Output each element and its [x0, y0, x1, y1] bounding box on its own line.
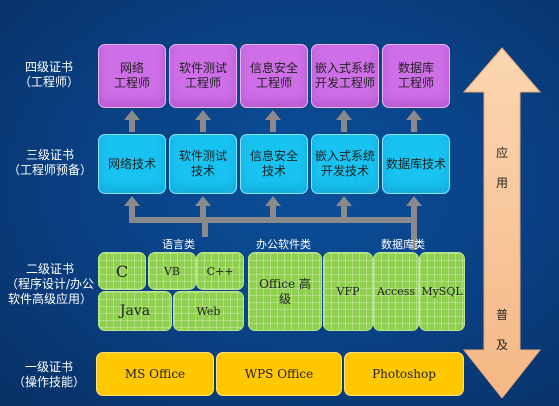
level1-box-photoshop: Photoshop — [344, 352, 464, 396]
level3-box-info-security-text: 信息安全 技术 — [249, 149, 298, 178]
double-arrow-shape — [462, 47, 542, 399]
level4-box-embedded: 嵌入式系统 开发工程师 — [311, 44, 379, 108]
office-advanced-box: Office 高 级 — [248, 252, 322, 331]
level1-box-ms-office: MS Office — [96, 352, 214, 396]
database-box-mysql: MySQL — [419, 252, 465, 331]
level4-label: 四级证书 （工程师） — [18, 60, 79, 89]
level3-box-embedded: 嵌入式系统 开发技术 — [311, 134, 379, 194]
level4-box-database-text: 数据库 工程师 — [397, 61, 434, 90]
database-box-access-text: Access — [376, 285, 416, 298]
level3-box-embedded-text: 嵌入式系统 开发技术 — [314, 149, 375, 178]
language-box-cpp: C++ — [196, 252, 244, 290]
connector-arrow-4 — [336, 110, 352, 132]
level4-box-info-security-text: 信息安全 工程师 — [249, 61, 298, 90]
level4-box-database: 数据库 工程师 — [382, 44, 450, 108]
database-box-vfp: VFP — [323, 252, 373, 331]
level4-box-software-test: 软件测试 工程师 — [169, 44, 237, 108]
level3-box-software-test: 软件测试 技术 — [169, 134, 237, 194]
level3-box-network: 网络技术 — [98, 134, 166, 194]
database-box-access: Access — [373, 252, 419, 331]
connector-arrow-1 — [124, 110, 140, 132]
database-box-vfp-text: VFP — [336, 285, 360, 298]
database-box-mysql-text: MySQL — [421, 285, 463, 298]
connector-arrow-5 — [406, 110, 422, 132]
level3-box-database-text: 数据库技术 — [385, 156, 446, 171]
merge-bus — [124, 196, 422, 250]
level3-box-software-test-text: 软件测试 技术 — [178, 149, 227, 178]
language-box-vb: VB — [148, 252, 196, 290]
level4-box-software-test-text: 软件测试 工程师 — [178, 61, 227, 90]
level1-box-photoshop-text: Photoshop — [372, 366, 436, 381]
language-box-web-text: Web — [196, 304, 221, 318]
level1-label: 一级证书 （操作技能） — [12, 360, 85, 389]
level1-box-wps-office-text: WPS Office — [244, 366, 314, 381]
level4-box-network-text: 网络 工程师 — [113, 61, 150, 90]
level2-label: 二级证书 （程序设计/办公 软件高级应用） — [5, 262, 95, 306]
level3-label: 三级证书 （工程师预备） — [7, 148, 92, 177]
language-box-vb-text: VB — [163, 264, 181, 278]
category-office-label: 办公软件类 — [256, 238, 311, 251]
language-box-java: Java — [98, 291, 172, 331]
arrow-bottom-label: 普 及 — [495, 308, 508, 352]
language-box-cpp-text: C++ — [206, 264, 234, 278]
level1-box-ms-office-text: MS Office — [124, 366, 186, 381]
language-box-web: Web — [173, 291, 244, 331]
level4-box-info-security: 信息安全 工程师 — [240, 44, 308, 108]
level3-box-database: 数据库技术 — [382, 134, 450, 194]
level1-box-wps-office: WPS Office — [216, 352, 342, 396]
office-advanced-box-text: Office 高 级 — [259, 276, 311, 306]
connector-arrow-3 — [265, 110, 281, 132]
level4-box-network: 网络 工程师 — [98, 44, 166, 108]
category-language-label: 语言类 — [162, 238, 195, 251]
level4-box-embedded-text: 嵌入式系统 开发工程师 — [314, 61, 375, 90]
language-box-java-text: Java — [119, 302, 151, 319]
level3-box-info-security: 信息安全 技术 — [240, 134, 308, 194]
language-box-c-text: C — [115, 261, 129, 281]
arrow-top-label: 应 用 — [495, 146, 508, 190]
level3-box-network-text: 网络技术 — [107, 156, 156, 171]
language-box-c: C — [98, 252, 146, 290]
category-database-label: 数据库类 — [381, 238, 425, 251]
connector-arrow-2 — [195, 110, 211, 132]
